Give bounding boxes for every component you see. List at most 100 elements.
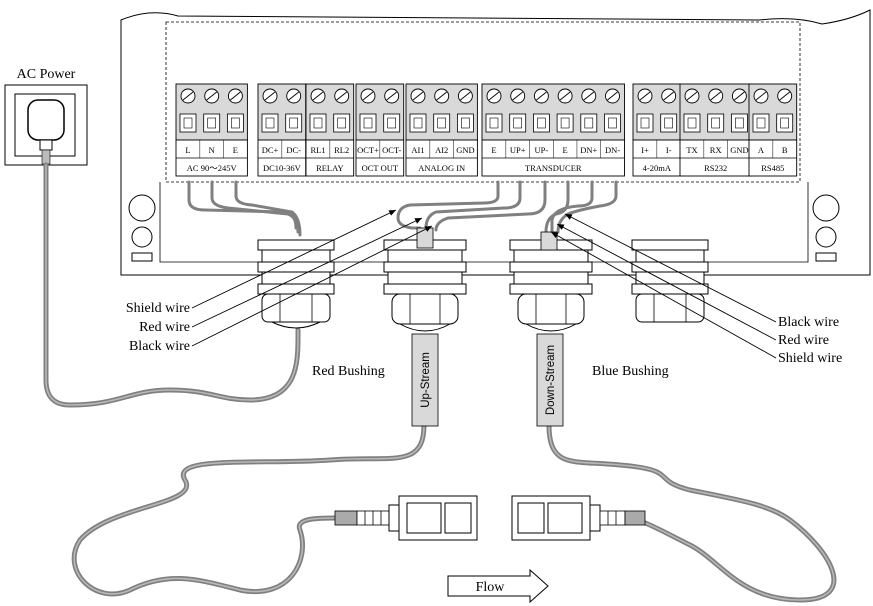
downstream-wires [544, 180, 618, 234]
upstream-cable-gland [383, 239, 467, 332]
terminal-pin-label: UP- [535, 145, 549, 155]
power-cable-gland [257, 239, 335, 329]
screw-slot [639, 91, 651, 101]
screw-slot [583, 91, 595, 101]
terminal-clamp-hole [437, 117, 447, 129]
terminal-clamp-hole [584, 117, 594, 129]
terminal-pin-label: GND [730, 145, 748, 155]
terminal-block-body [481, 83, 625, 141]
upstream-wires [396, 180, 547, 232]
terminal-group-label: RS485 [761, 163, 784, 173]
terminal-group-label: RS232 [704, 163, 727, 173]
terminal-pin-label: DN+ [580, 145, 597, 155]
terminal-pin-label: E [491, 145, 496, 155]
screw-slot [288, 91, 299, 101]
screw-slot [312, 91, 324, 101]
upstream-cable-label: Up-Stream [420, 352, 432, 408]
downstream-transducer [511, 495, 646, 541]
terminal-pin-label: UP+ [510, 145, 526, 155]
terminal-group-label: RELAY [316, 163, 344, 173]
power-wires [187, 180, 302, 237]
screw-slot [264, 91, 276, 101]
terminal-clamp-hole [461, 117, 470, 129]
terminal-group-4: OCT+OCT-OCT OUT [355, 83, 405, 177]
screw-slot [460, 91, 471, 101]
screw-slot [686, 91, 698, 101]
left-black-wire-label: Black wire [129, 339, 190, 354]
terminal-pin-label: N [209, 145, 215, 155]
terminal-group-7: I+I-4-20mA [632, 83, 682, 177]
terminal-group-label: AC 90～245V [187, 163, 238, 173]
right-shield-wire-label: Shield wire [778, 351, 842, 366]
right-wire-labels: Black wire Red wire Shield wire [550, 213, 842, 366]
right-shield-wire-arrow [550, 231, 777, 359]
left-wire-labels: Shield wire Red wire Black wire [126, 209, 433, 354]
terminal-group-label: OCT OUT [362, 163, 399, 173]
terminal-clamp-hole [735, 117, 744, 129]
terminal-pin-label: DN- [605, 145, 620, 155]
screw-slot [182, 91, 194, 101]
screw-slot [734, 91, 745, 101]
terminal-clamp-hole [413, 117, 423, 129]
terminal-clamp-hole [489, 117, 499, 129]
screw-slot [512, 91, 523, 101]
screw-slot [436, 91, 447, 101]
screw-slot [412, 91, 424, 101]
screw-slot [710, 91, 721, 101]
terminal-clamp-hole [756, 117, 766, 129]
terminal-pin-label: DC+ [262, 145, 279, 155]
terminal-clamp-hole [640, 117, 650, 129]
downstream-cable [546, 422, 837, 603]
screw-slot [206, 91, 217, 101]
right-black-wire-arrow [564, 213, 777, 323]
terminal-pin-label: L [185, 145, 190, 155]
terminal-pin-label: I+ [641, 145, 649, 155]
upstream-sleeve-top [416, 227, 434, 249]
downstream-cable-label: Down-Stream [545, 345, 557, 415]
terminal-clamp-hole [664, 117, 674, 129]
terminal-pin-label: OCT- [382, 145, 401, 155]
terminal-group-label: TRANSDUCER [525, 163, 582, 173]
terminal-pin-label: RX [710, 145, 722, 155]
left-red-wire-arrow [191, 217, 423, 328]
terminal-pin-label: E [562, 145, 567, 155]
terminal-group-label: 4-20mA [643, 163, 672, 173]
left-black-wire-arrow [191, 225, 433, 347]
terminal-group-label: DC10-36V [263, 163, 302, 173]
red-bushing-label: Red Bushing [312, 364, 385, 379]
upstream-transducer [334, 495, 478, 541]
terminal-clamp-hole [711, 117, 721, 129]
terminal-clamp-hole [231, 117, 240, 129]
terminal-clamp-hole [780, 117, 790, 129]
screw-slot [779, 91, 790, 101]
flow-label: Flow [476, 580, 506, 595]
terminal-clamp-hole [608, 117, 617, 129]
power-cable [43, 162, 301, 408]
terminal-clamp-hole [207, 117, 216, 129]
screw-slot [755, 91, 767, 101]
downstream-cable-gland [509, 239, 593, 332]
mount-holes-left [128, 194, 156, 262]
terminal-pin-label: GND [456, 145, 474, 155]
terminal-clamp-hole [337, 117, 347, 129]
left-red-wire-label: Red wire [139, 320, 190, 335]
terminal-pin-label: AI2 [435, 145, 448, 155]
terminal-clamp-hole [183, 117, 193, 129]
terminal-pin-label: RL1 [310, 145, 325, 155]
terminal-clamp-hole [387, 117, 397, 129]
upstream-cable-sleeve [411, 333, 439, 427]
screw-slot [536, 91, 547, 101]
terminal-pin-label: RL2 [334, 145, 349, 155]
terminal-group-label: ANALOG IN [418, 163, 465, 173]
terminal-clamp-hole [537, 117, 546, 129]
screw-slot [386, 91, 397, 101]
terminal-pin-label: TX [686, 145, 697, 155]
upstream-cable [71, 422, 427, 597]
mount-holes-right [812, 194, 840, 262]
